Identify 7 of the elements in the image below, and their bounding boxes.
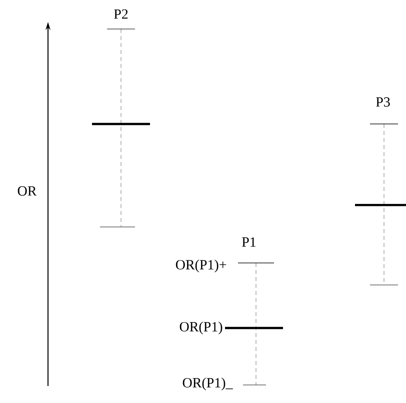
value-label: OR(P1)+ — [176, 260, 226, 272]
bar-label: P1 — [242, 237, 256, 247]
value-label: OR(P1) — [180, 322, 222, 334]
axis-label: OR — [18, 186, 37, 196]
value-label: OR(P1)_ — [182, 378, 233, 390]
bar-label: P2 — [114, 9, 128, 19]
bar-label: P3 — [376, 97, 390, 107]
